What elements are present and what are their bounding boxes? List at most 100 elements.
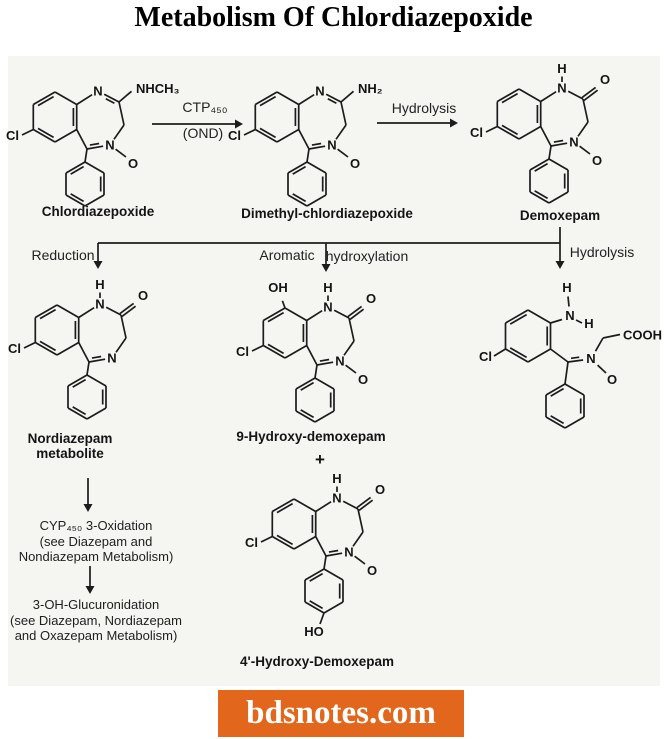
double-bond-inner	[105, 98, 115, 105]
reaction-label-ond: (OND)	[182, 125, 224, 141]
double-bond-inner	[328, 549, 339, 553]
double-bond	[505, 348, 529, 363]
double-bond	[32, 128, 56, 143]
plus-sign: +	[315, 450, 325, 469]
double-bond-inner	[309, 572, 324, 582]
double-bond-inner	[501, 92, 519, 104]
double-bond-inner	[300, 381, 315, 391]
bond	[306, 309, 323, 322]
double-bond	[65, 161, 86, 174]
bond	[564, 383, 585, 396]
double-bond	[121, 305, 137, 318]
bond	[23, 341, 36, 349]
double-bond	[316, 361, 334, 366]
double-bond	[271, 498, 295, 513]
bond	[564, 361, 569, 385]
double-bond	[347, 305, 363, 318]
bond	[354, 555, 366, 565]
bond	[340, 101, 347, 126]
bond	[594, 337, 604, 352]
n4-label: N	[344, 545, 353, 560]
chlorine-label: Cl	[8, 341, 21, 356]
bond	[84, 194, 105, 207]
bond	[540, 90, 557, 103]
double-bond-inner	[70, 193, 85, 203]
note-glucuronidation-line-1: 3-OH-Glucuronidation	[32, 597, 160, 612]
n4-label: N	[569, 135, 578, 150]
glucuronidation-arrow-head	[85, 586, 95, 594]
carbonyl-oxygen-label: O	[138, 288, 148, 303]
double-bond	[358, 499, 374, 512]
reaction-label-hydroxylation: hydroxylation	[325, 248, 409, 264]
bond	[56, 341, 80, 356]
bond	[518, 125, 542, 140]
bond	[86, 407, 107, 420]
double-bond-inner	[292, 193, 307, 203]
bond	[243, 128, 256, 136]
double-bond-inner	[501, 124, 519, 136]
bond	[539, 126, 552, 147]
structure-label-metabolite: metabolite	[36, 446, 104, 461]
reaction-label-ctp450: CTP₄₅₀	[182, 99, 228, 115]
carboxyl-label: COOH	[623, 328, 662, 343]
double-bond	[583, 89, 599, 102]
structure-label-chlordiazepoxide: Chlordiazepoxide	[41, 204, 155, 219]
reaction-label-hydrolysis-2: Hydrolysis	[569, 244, 635, 260]
bond	[314, 364, 318, 379]
note-oxidation-line-2: (see Diazepam and	[39, 533, 153, 549]
bond	[335, 124, 347, 140]
double-bond	[254, 91, 278, 106]
double-bond	[32, 91, 56, 106]
bond	[548, 158, 569, 171]
double-bond-inner	[553, 139, 564, 143]
double-bond-inner	[72, 406, 87, 416]
watermark-text: bdsnotes.com	[246, 695, 436, 731]
bond	[54, 128, 78, 143]
hydroxyl-9-label: OH	[268, 280, 288, 295]
n1-label: N	[315, 84, 324, 99]
double-bond	[67, 407, 88, 420]
bond	[306, 148, 310, 163]
bond	[306, 194, 327, 207]
bond	[78, 306, 95, 319]
bond	[56, 304, 80, 319]
bond	[260, 535, 273, 543]
n4-label: N	[327, 138, 336, 153]
double-bond-inner	[570, 356, 580, 360]
bond	[333, 309, 350, 319]
double-bond-inner	[276, 502, 294, 514]
bond	[305, 345, 318, 366]
double-bond-inner	[37, 127, 55, 139]
bond	[113, 124, 125, 140]
chlorine-label: Cl	[245, 535, 258, 550]
bond	[357, 508, 364, 533]
bond	[276, 128, 300, 143]
bond	[567, 296, 570, 307]
oxime-nitrogen-label: N	[586, 351, 595, 366]
double-bond-inner	[267, 311, 285, 323]
double-bond	[67, 374, 88, 387]
double-bond-inner	[72, 378, 87, 388]
oxime-oxygen-label: O	[607, 372, 617, 387]
n1-label: N	[323, 300, 332, 315]
n1-label: N	[557, 81, 566, 96]
note-oxidation: CYP₄₅₀ 3-Oxidation (see Diazepam and Non…	[19, 518, 174, 565]
bond	[115, 337, 127, 353]
double-bond	[287, 194, 308, 207]
bond	[284, 344, 308, 359]
double-bond	[287, 161, 308, 174]
hydroxyl-4prime-label: HO	[304, 624, 324, 639]
bond	[345, 364, 357, 374]
